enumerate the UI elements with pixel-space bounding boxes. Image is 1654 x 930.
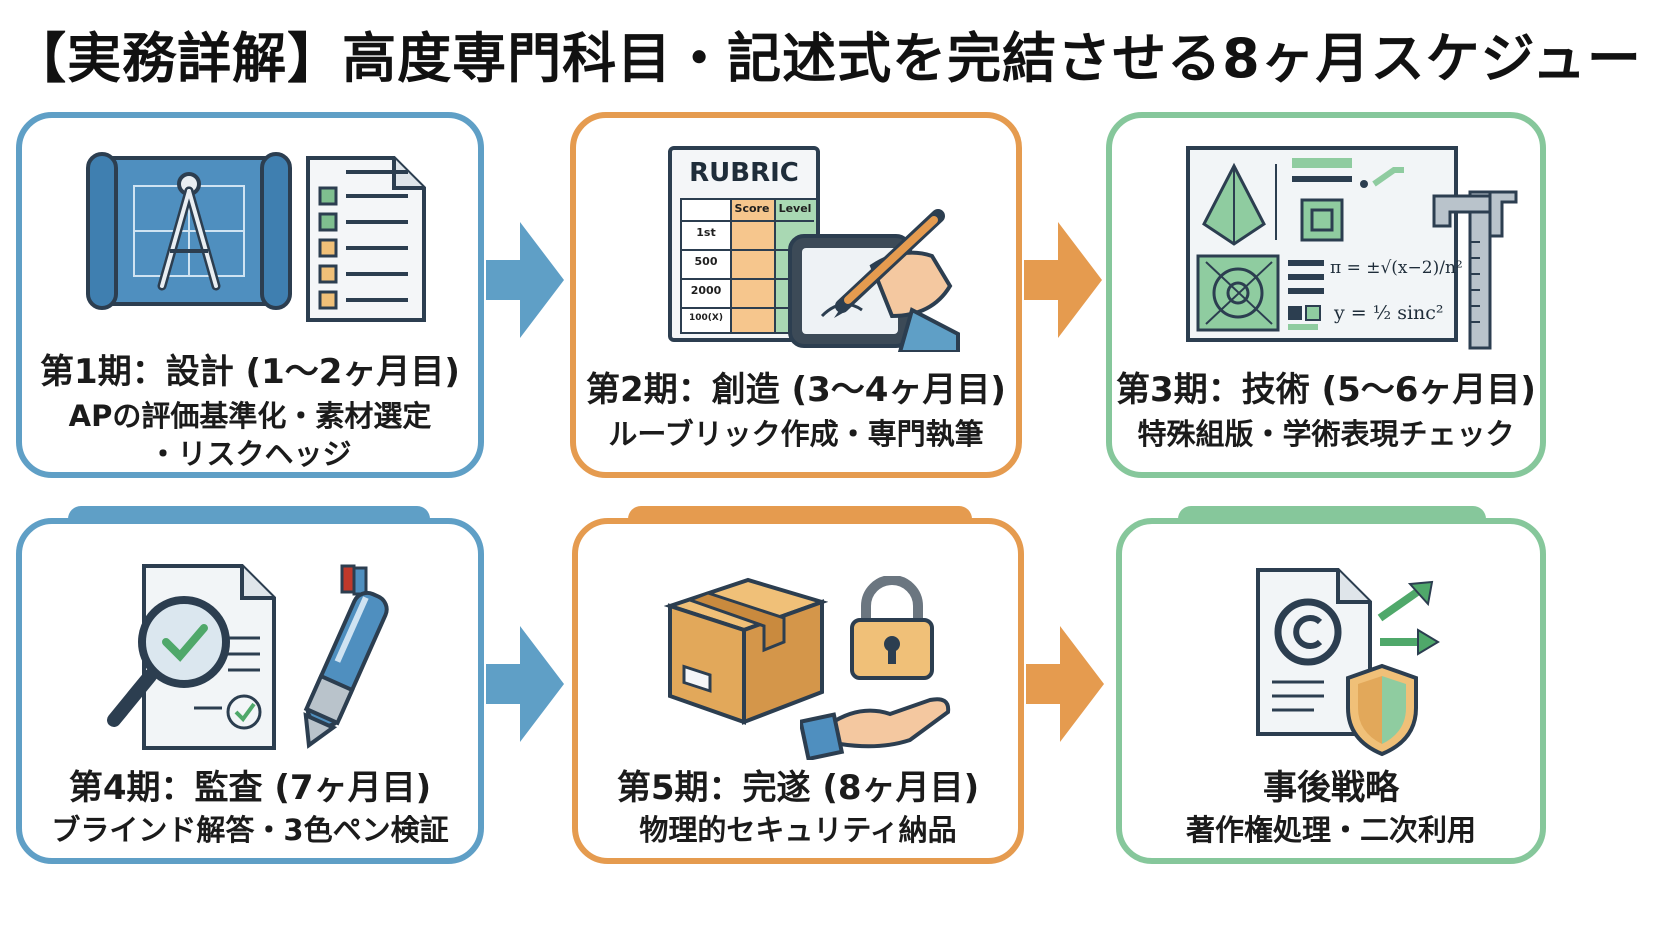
phase-4-desc-line1: ブラインド解答・3色ペン検証 (51, 813, 449, 847)
rubric-row: 2000 (690, 284, 722, 297)
phase-3-desc-line1: 特殊組版・学術表現チェック (1137, 417, 1515, 451)
post-phase-title: 事後戦略 (1263, 768, 1399, 808)
phase-1-title: 第1期：設計 (1〜2ヶ月目) (40, 352, 460, 392)
multicolor-pen-icon (303, 564, 389, 749)
phase-4-card: 第4期：監査 (7ヶ月目) ブラインド解答・3色ペン検証 (16, 518, 484, 864)
flow-arrow-1 (486, 222, 564, 338)
rubric-row: 500 (694, 255, 718, 268)
rubric-col-level: Level (778, 202, 812, 215)
flow-arrow-2 (1024, 222, 1102, 338)
phase-1-desc-line2: ・リスクヘッジ (148, 437, 352, 471)
phase-3-card: π = ±√(x−2)/n² y = ½ sinc² 第3期：技術 (5〜6ヶ月… (1106, 112, 1546, 478)
phase-5-title: 第5期：完遂 (8ヶ月目) (616, 768, 980, 808)
post-phase-card: 事後戦略 著作権処理・二次利用 (1116, 518, 1546, 864)
rubric-heading: RUBRIC (689, 158, 799, 188)
phase-5-card: 第5期：完遂 (8ヶ月目) 物理的セキュリティ納品 (572, 518, 1024, 864)
post-phase-desc-line1: 著作権処理・二次利用 (1185, 813, 1476, 847)
shield-icon (1346, 663, 1418, 757)
caliper-icon (1432, 190, 1518, 350)
phase-2-desc-line1: ルーブリック作成・専門執筆 (608, 417, 984, 451)
phase-1-card: 第1期：設計 (1〜2ヶ月目) APの評価基準化・素材選定 ・リスクヘッジ (16, 112, 484, 478)
cardboard-box-icon (664, 577, 828, 725)
formula-1: π = ±√(x−2)/n² (1330, 258, 1463, 278)
tablet-writing-icon (788, 209, 960, 352)
rubric-row: 1st (696, 226, 716, 239)
copyright-document-icon (1256, 568, 1372, 736)
phase-1-desc-line1: APの評価基準化・素材選定 (68, 399, 432, 433)
rubric-row: 100(X) (689, 313, 723, 323)
flow-arrow-4 (1026, 626, 1104, 742)
checklist-icon (306, 156, 426, 322)
flow-arrow-3 (486, 626, 564, 742)
formula-2: y = ½ sinc² (1334, 302, 1444, 324)
phase-2-title: 第2期：創造 (3〜4ヶ月目) (586, 370, 1006, 410)
rubric-col-score: Score (734, 202, 770, 215)
phase-5-desc-line1: 物理的セキュリティ納品 (639, 813, 957, 847)
phase-4-title: 第4期：監査 (7ヶ月目) (68, 768, 432, 808)
padlock-icon (850, 576, 934, 680)
blueprint-compass-icon (86, 152, 292, 310)
technical-drawing-icon (1186, 146, 1458, 342)
phase-3-title: 第3期：技術 (5〜6ヶ月目) (1116, 370, 1536, 410)
magnifier-check-icon (107, 564, 276, 750)
arrows-icon (1377, 580, 1440, 656)
hand-icon (800, 697, 951, 760)
phase-2-card: RUBRIC Score Level 1st 500 2000 100(X) 第… (570, 112, 1022, 478)
